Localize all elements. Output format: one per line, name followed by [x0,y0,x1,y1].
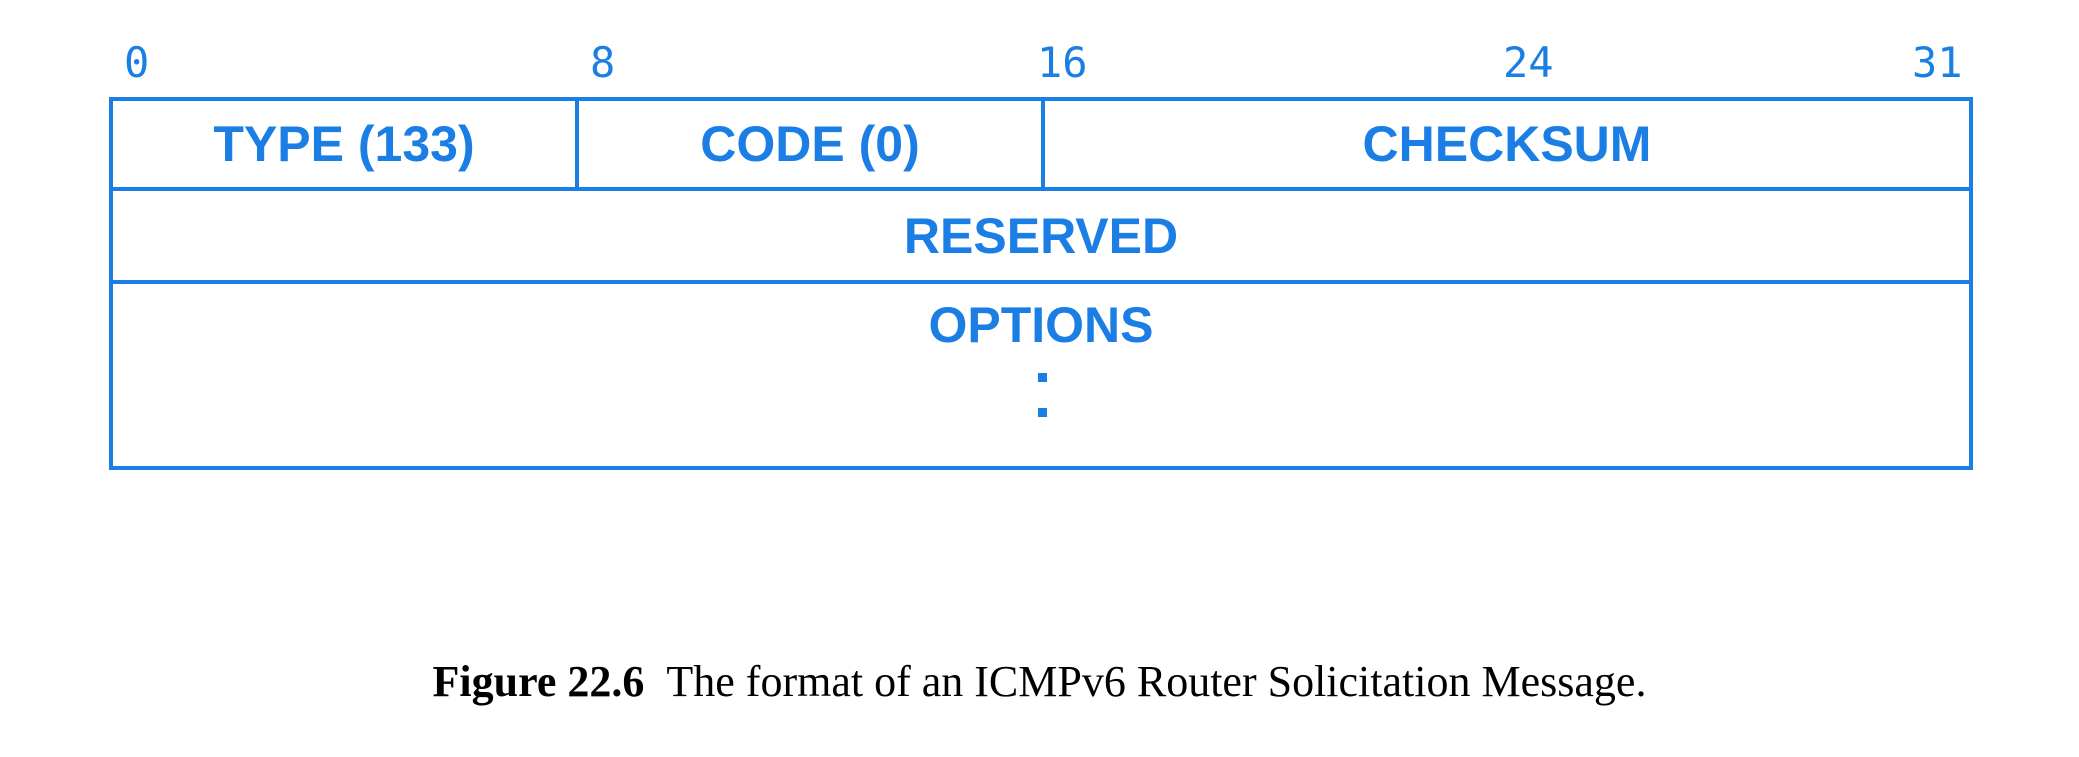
options-label: OPTIONS [928,297,1154,353]
figure-caption: Figure 22.6 The format of an ICMPv6 Route… [0,660,2079,704]
bit-label-31: 31 [1912,38,1963,87]
reserved-row: RESERVED [113,191,1969,284]
options-row: OPTIONS [113,284,1969,466]
checksum-field: CHECKSUM [1362,116,1652,172]
type-field: TYPE (133) [113,101,579,187]
figure-label: Figure 22.6 [432,657,645,706]
bit-label-24: 24 [1503,38,1554,87]
header-row: TYPE (133) CODE (0) CHECKSUM [113,101,1969,191]
packet-format-diagram: TYPE (133) CODE (0) CHECKSUM RESERVED OP… [109,97,1973,470]
figure-caption-text: The format of an ICMPv6 Router Solicitat… [666,657,1647,706]
vertical-ellipsis-icon [1038,373,1048,443]
bit-label-0: 0 [124,38,150,87]
bit-label-8: 8 [590,38,616,87]
options-field: OPTIONS [113,284,1969,466]
code-field: CODE (0) [579,101,1045,187]
bit-label-16: 16 [1037,38,1088,87]
reserved-field: RESERVED [903,207,1179,264]
